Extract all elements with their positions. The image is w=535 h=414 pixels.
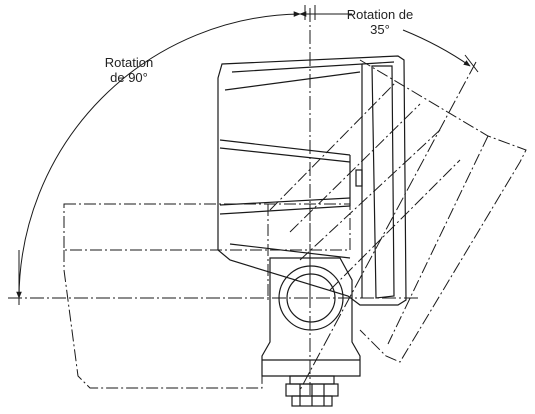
rotation-90-label-line2: de 90° (110, 70, 148, 85)
rotation-35-label-line2: 35° (370, 22, 390, 37)
mount-bracket (261, 257, 361, 407)
rotated-35-outline (269, 59, 527, 363)
rotated-center-line (299, 61, 477, 391)
rotation-35-slant-tick (464, 54, 479, 73)
rotation-35-label: Rotation de 35° (345, 7, 415, 37)
rotation-90-arc (16, 11, 301, 299)
lamp-housing (217, 55, 407, 306)
rotation-35-arc (402, 29, 471, 67)
rotation-90-label-line1: Rotation (104, 55, 154, 70)
rotated-90-outline (63, 203, 351, 389)
rotation-90-label: Rotation de 90° (84, 55, 174, 85)
rotation-35-label-line1: Rotation de (346, 7, 414, 22)
